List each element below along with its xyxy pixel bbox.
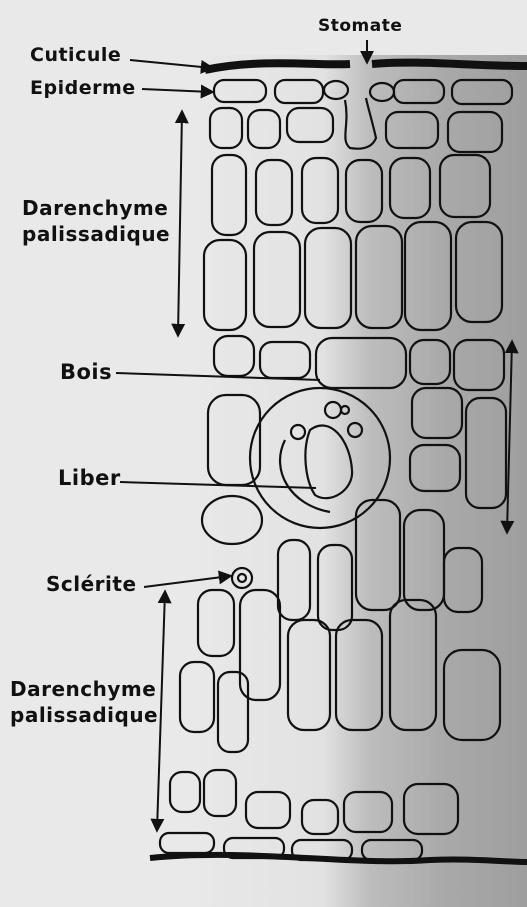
label-liber: Liber [58,468,121,489]
label-parenchyme-top-line1: Darenchyme [22,195,170,221]
upper-palisade-extent-arrow [178,112,182,335]
label-parenchyme-palissadique-bottom: Darenchyme palissadique [10,676,158,728]
label-cuticule: Cuticule [30,46,121,65]
label-parenchyme-top-line2: palissadique [22,221,170,247]
label-epiderme: Epiderme [30,79,136,98]
label-parenchyme-palissadique-top: Darenchyme palissadique [22,195,170,247]
tissue-background [198,55,527,907]
label-sclerite: Sclérite [46,574,137,594]
label-bois: Bois [60,362,112,383]
label-parenchyme-bottom-line2: palissadique [10,702,158,728]
lower-palisade-extent-arrow [157,592,165,830]
label-parenchyme-bottom-line1: Darenchyme [10,676,158,702]
label-stomate: Stomate [318,18,402,35]
